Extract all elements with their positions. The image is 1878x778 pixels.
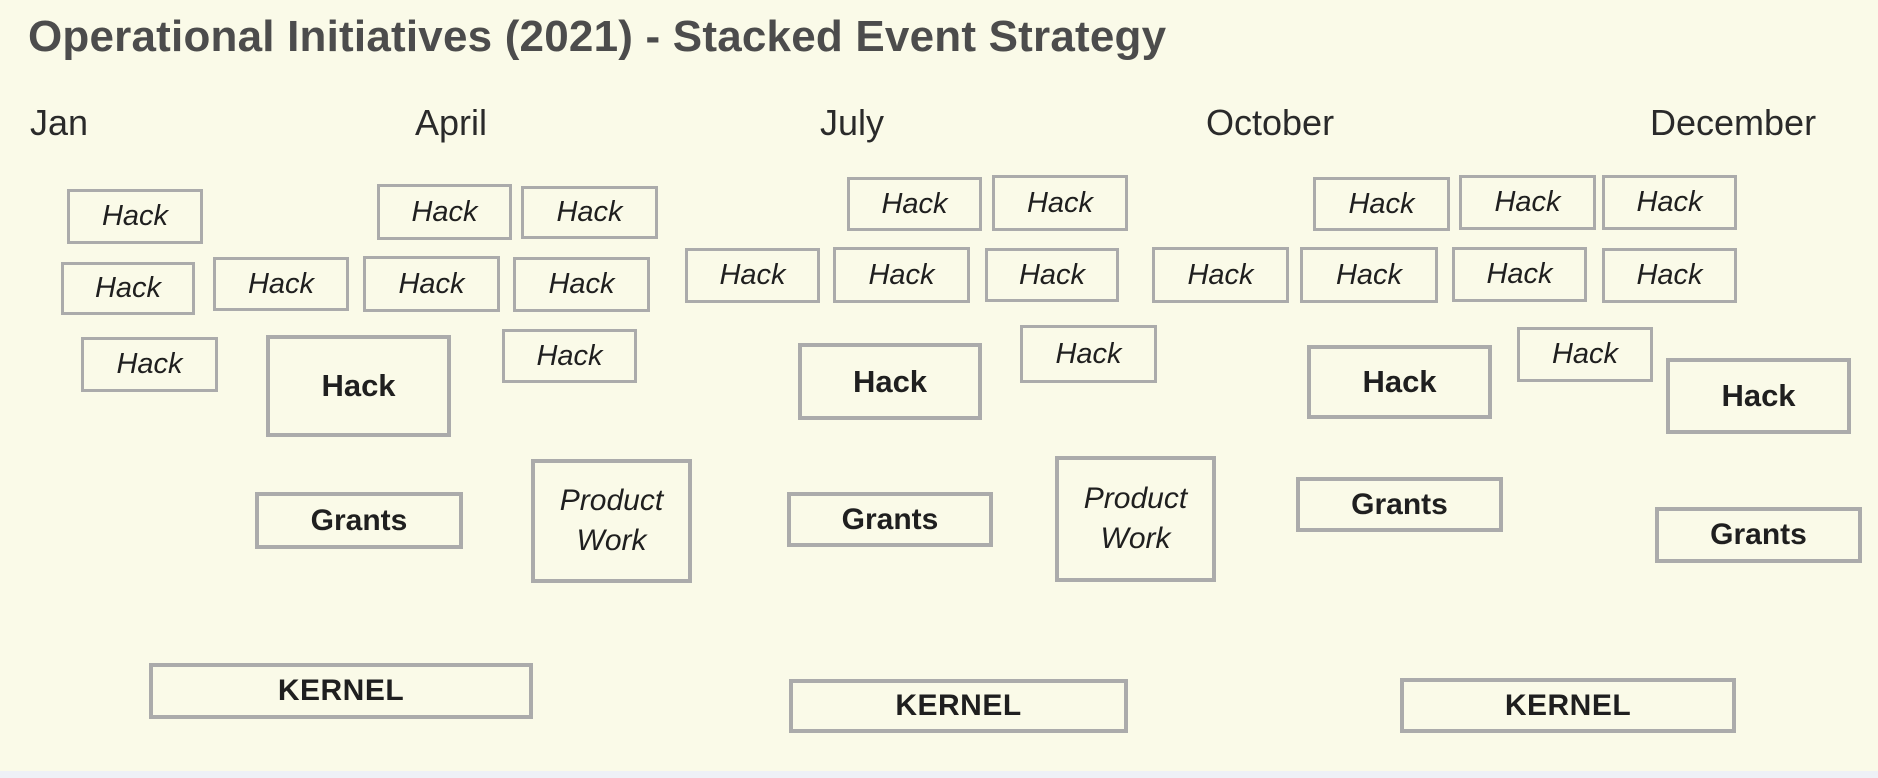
month-label-jan: Jan xyxy=(30,102,89,143)
hack-node-large[interactable]: Hack xyxy=(266,335,451,437)
hack-node[interactable]: Hack xyxy=(985,248,1119,302)
hack-node[interactable]: Hack xyxy=(1602,175,1737,230)
grants-node[interactable]: Grants xyxy=(1296,477,1503,532)
node-label: Hack xyxy=(1486,258,1553,290)
node-label: Hack xyxy=(1362,364,1437,399)
node-label: Hack xyxy=(101,200,169,232)
hack-node[interactable]: Hack xyxy=(1459,175,1596,230)
hack-node[interactable]: Hack xyxy=(1300,247,1438,303)
hack-node[interactable]: Hack xyxy=(213,257,349,311)
node-label: Hack xyxy=(1494,186,1561,218)
hack-node-large[interactable]: Hack xyxy=(1307,345,1492,419)
product-work-node[interactable]: Product Work xyxy=(1055,456,1216,582)
node-label: Hack xyxy=(719,259,786,291)
hack-node[interactable]: Hack xyxy=(521,186,658,239)
node-label: Hack xyxy=(868,258,935,291)
node-label: Hack xyxy=(1026,186,1094,219)
node-label: Grants xyxy=(1351,487,1448,521)
month-label-july: July xyxy=(820,102,885,143)
hack-node[interactable]: Hack xyxy=(1313,177,1450,231)
node-label: Hack xyxy=(398,267,465,300)
node-label: Product Work xyxy=(1083,481,1188,556)
node-label: Hack xyxy=(1335,258,1403,291)
hack-node[interactable]: Hack xyxy=(81,337,218,392)
hack-node[interactable]: Hack xyxy=(363,256,500,312)
month-label-december: December xyxy=(1650,102,1817,143)
node-label: Hack xyxy=(321,368,396,403)
node-label: Hack xyxy=(1721,378,1796,413)
node-label: Hack xyxy=(881,187,948,220)
hack-node[interactable]: Hack xyxy=(992,175,1128,231)
node-label: KERNEL xyxy=(277,674,405,707)
grants-node[interactable]: Grants xyxy=(255,492,463,549)
node-label: Grants xyxy=(310,503,408,537)
product-work-node[interactable]: Product Work xyxy=(531,459,692,583)
node-label: Hack xyxy=(556,196,623,228)
node-label: Hack xyxy=(247,267,315,300)
node-label: Hack xyxy=(94,272,162,304)
node-label: Hack xyxy=(548,268,615,300)
month-label-april: April xyxy=(415,102,488,143)
node-label: Hack xyxy=(852,363,928,399)
node-label: Grants xyxy=(841,502,939,536)
hack-node-large[interactable]: Hack xyxy=(798,343,982,420)
hack-node[interactable]: Hack xyxy=(61,262,195,315)
grants-node[interactable]: Grants xyxy=(787,492,993,547)
hack-node[interactable]: Hack xyxy=(847,177,982,231)
month-label-october: October xyxy=(1206,102,1335,143)
node-label: Hack xyxy=(1348,187,1415,220)
hack-node[interactable]: Hack xyxy=(1602,248,1737,303)
node-label: Hack xyxy=(1018,258,1086,291)
hack-node[interactable]: Hack xyxy=(502,329,637,383)
hack-node[interactable]: Hack xyxy=(513,257,650,312)
hack-node[interactable]: Hack xyxy=(833,247,970,303)
node-label: KERNEL xyxy=(895,689,1022,722)
node-label: Hack xyxy=(1551,338,1619,370)
grants-node[interactable]: Grants xyxy=(1655,507,1862,563)
kernel-node[interactable]: KERNEL xyxy=(149,663,533,719)
hack-node[interactable]: Hack xyxy=(1152,247,1289,303)
node-label: Hack xyxy=(411,195,478,228)
hack-node[interactable]: Hack xyxy=(1020,325,1157,383)
node-label: Hack xyxy=(116,348,183,380)
diagram-title: Operational Initiatives (2021) - Stacked… xyxy=(28,12,1167,61)
hack-node[interactable]: Hack xyxy=(67,189,203,244)
node-label: Hack xyxy=(1187,258,1254,291)
node-label: Hack xyxy=(1636,186,1703,218)
kernel-node[interactable]: KERNEL xyxy=(1400,678,1736,733)
node-label: Hack xyxy=(536,339,603,372)
node-label: KERNEL xyxy=(1504,688,1632,722)
node-label: Grants xyxy=(1710,518,1807,551)
node-label: Hack xyxy=(1636,259,1703,291)
node-label: Product Work xyxy=(559,483,664,558)
hack-node[interactable]: Hack xyxy=(1517,327,1653,382)
hack-node[interactable]: Hack xyxy=(377,184,512,240)
hack-node[interactable]: Hack xyxy=(685,248,820,303)
kernel-node[interactable]: KERNEL xyxy=(789,679,1128,733)
hack-node-large[interactable]: Hack xyxy=(1666,358,1851,434)
hack-node[interactable]: Hack xyxy=(1452,247,1587,302)
canvas-bottom-edge xyxy=(0,771,1878,778)
node-label: Hack xyxy=(1055,337,1122,370)
